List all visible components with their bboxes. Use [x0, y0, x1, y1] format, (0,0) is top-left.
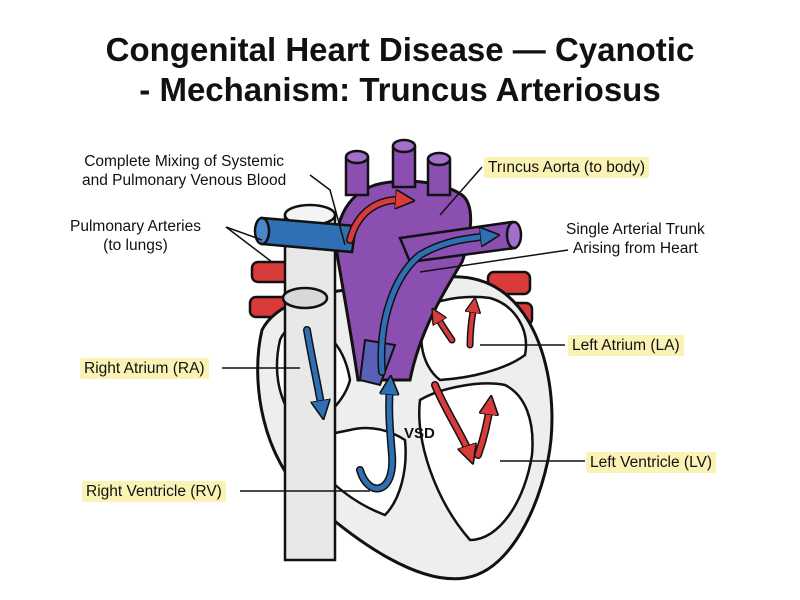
label-left-atrium: Left Atrium (LA) — [568, 335, 684, 356]
label-pulmonary-arteries-line1: Pulmonary Arteries — [70, 218, 201, 235]
label-right-ventricle-text: Right Ventricle (RV) — [82, 481, 226, 502]
aortic-branches — [344, 138, 452, 197]
page-title: Congenital Heart Disease — Cyanotic - Me… — [0, 30, 800, 110]
title-line-1: Congenital Heart Disease — Cyanotic — [105, 31, 695, 68]
label-single-arterial-trunk-line2: Arising from Heart — [572, 240, 698, 257]
leader-lines — [222, 166, 585, 492]
title-line-2: - Mechanism: Truncus Arteriosus — [139, 71, 661, 108]
label-pulmonary-arteries: Pulmonary Arteries (to lungs) — [70, 217, 201, 255]
vsd-label: VSD — [404, 425, 435, 442]
label-pulmonary-arteries-line2: (to lungs) — [103, 237, 168, 254]
label-left-ventricle-text: Left Ventricle (LV) — [586, 452, 717, 473]
left-pulmonary-artery — [253, 216, 358, 254]
label-truncus-aorta: Trıncus Aorta (to body) — [484, 157, 650, 178]
label-single-arterial-trunk-line1: Single Arterial Trunk — [566, 221, 705, 238]
label-complete-mixing-line1: Complete Mixing of Systemic — [84, 153, 285, 170]
label-single-arterial-trunk: Single Arterial Trunk Arising from Heart — [566, 220, 705, 258]
blood-flow-arrow-icon — [303, 200, 490, 493]
label-truncus-aorta-text: Trıncus Aorta (to body) — [484, 157, 650, 178]
label-left-atrium-text: Left Atrium (LA) — [568, 335, 684, 356]
label-left-ventricle: Left Ventricle (LV) — [586, 452, 717, 473]
vena-cava — [281, 203, 337, 562]
label-right-ventricle: Right Ventricle (RV) — [82, 481, 226, 502]
label-right-atrium-text: Right Atrium (RA) — [80, 358, 209, 379]
label-complete-mixing-line2: and Pulmonary Venous Blood — [82, 172, 287, 189]
label-right-atrium: Right Atrium (RA) — [80, 358, 209, 379]
label-complete-mixing: Complete Mixing of Systemic and Pulmonar… — [82, 152, 286, 190]
